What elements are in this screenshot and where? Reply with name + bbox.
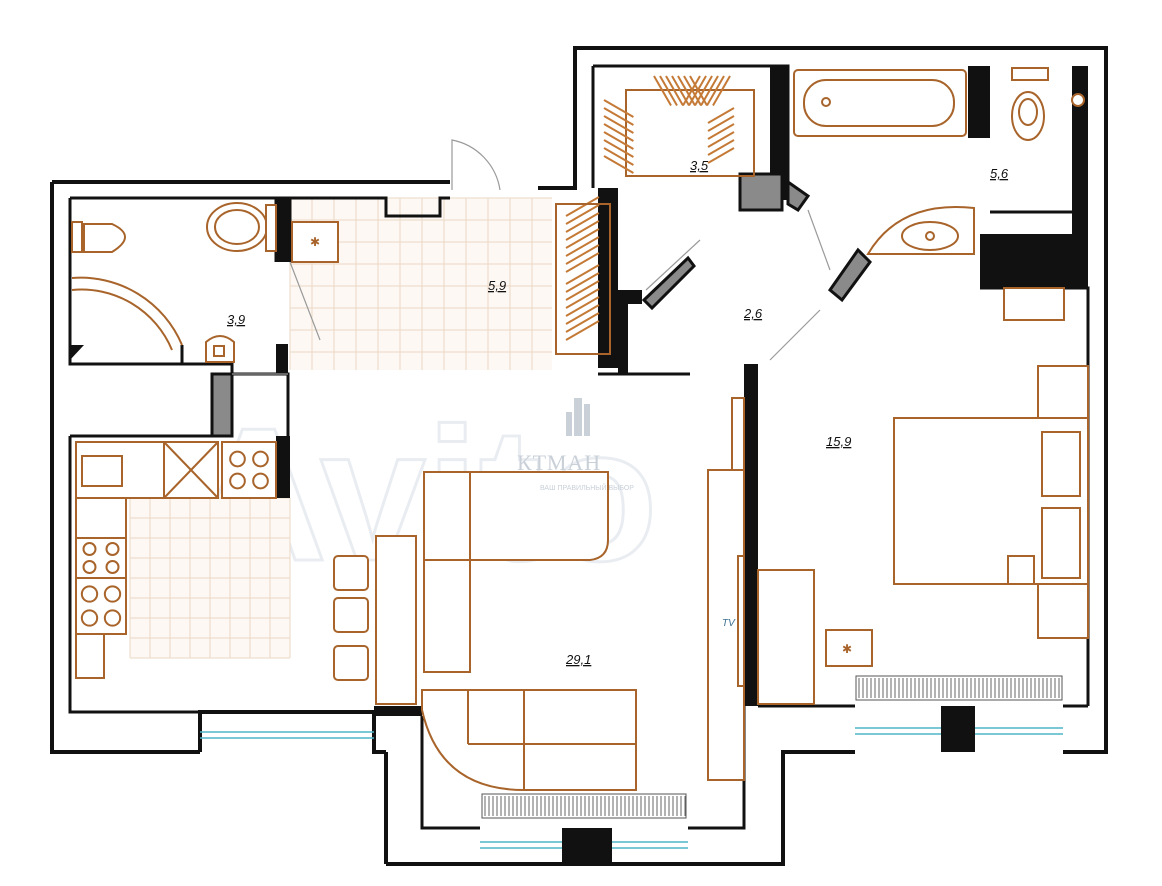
area-label-wardrobe: 3,5	[690, 158, 709, 173]
area-label-bathroom-right: 5,6	[990, 166, 1009, 181]
doors	[232, 139, 831, 375]
left-bathroom: ✱	[70, 202, 339, 363]
svg-text:✱: ✱	[842, 642, 852, 656]
area-label-bedroom: 15,9	[826, 434, 851, 449]
radiators	[481, 675, 1063, 819]
svg-text:✱: ✱	[310, 235, 320, 249]
area-label-corridor: 2,6	[743, 306, 763, 321]
exterior-walls	[50, 46, 1108, 866]
area-label-living-kitchen: 29,1	[565, 652, 591, 667]
kitchen-furniture	[75, 441, 277, 679]
logo-tagline: ВАШ ПРАВИЛЬНЫЙ ВЫБОР	[540, 483, 634, 492]
bedroom-furniture: ✱	[731, 287, 1089, 705]
kitchen-tiles	[129, 497, 291, 659]
wardrobe	[555, 75, 755, 355]
right-bathroom	[793, 67, 1085, 255]
structural-columns	[210, 172, 872, 438]
company-logo: КТМАН ВАШ ПРАВИЛЬНЫЙ ВЫБОР	[517, 398, 634, 492]
living-room-furniture: TV	[333, 469, 745, 791]
windows	[200, 727, 1063, 849]
area-label-hall: 5,9	[488, 278, 506, 293]
tv-label: TV	[722, 618, 736, 629]
area-label-bathroom-left: 3,9	[227, 312, 245, 327]
area-labels: 3,9 5,9 3,5 5,6 2,6 15,9 29,1	[227, 158, 1009, 667]
interior-walls	[68, 64, 1090, 864]
logo-name: КТМАН	[517, 450, 601, 475]
